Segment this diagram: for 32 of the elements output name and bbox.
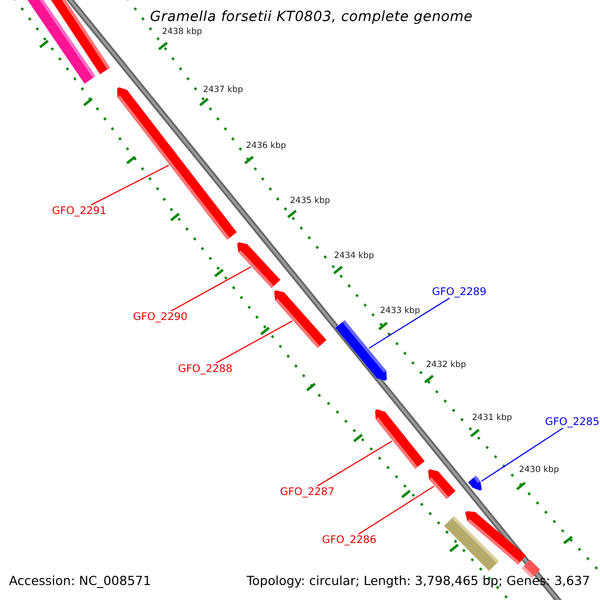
leader-line — [216, 320, 293, 364]
leader-line — [317, 440, 392, 486]
accession-text: Accession: NC_008571 — [9, 574, 152, 588]
leader-line — [481, 428, 564, 482]
tick-label: 2433 kbp — [380, 307, 420, 317]
gene-label: GFO_2287 — [280, 486, 334, 498]
leader-line — [170, 266, 252, 312]
tick-label: 2432 kbp — [426, 361, 466, 371]
gene-label: GFO_2289 — [432, 286, 486, 298]
tick-label: 2434 kbp — [334, 252, 374, 262]
gene-label: GFO_2291 — [52, 205, 106, 218]
gene-feature — [375, 409, 425, 469]
leader-line — [90, 164, 170, 206]
gene-label: GFO_2290 — [133, 311, 188, 324]
gene-feature — [335, 320, 387, 381]
tick-label: 2435 kbp — [290, 197, 330, 207]
tick-label: 2436 kbp — [246, 142, 286, 152]
tick-label: 2430 kbp — [519, 466, 560, 476]
gene-feature — [468, 476, 482, 491]
gene-label: GFO_2286 — [322, 534, 376, 546]
tick-label: 2437 kbp — [203, 86, 244, 96]
gene-feature — [465, 511, 526, 565]
gene-label: GFO_2288 — [178, 363, 232, 376]
gene-feature — [274, 290, 326, 348]
gene-label: GFO_2285 — [545, 416, 600, 428]
gene-feature — [237, 242, 280, 288]
tick-label: 2438 kbp — [162, 28, 202, 38]
leader-line — [358, 486, 434, 534]
title: Gramella forsetii KT0803, complete genome — [150, 9, 473, 26]
gene-feature — [428, 469, 456, 499]
leader-line — [368, 298, 450, 349]
tick-label: 2431 kbp — [472, 414, 512, 424]
